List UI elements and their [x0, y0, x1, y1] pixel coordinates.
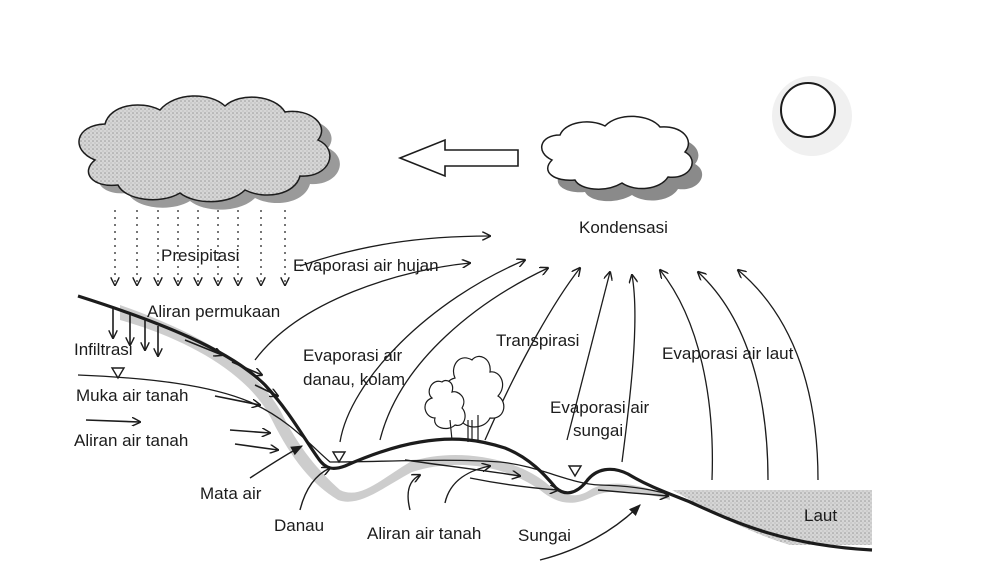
condensation-cloud [542, 116, 702, 201]
label-mata-air: Mata air [200, 484, 261, 504]
label-aliran-permukaan: Aliran permukaan [147, 302, 280, 322]
label-presipitasi: Presipitasi [161, 246, 239, 266]
label-evaporasi-sungai-1: Evaporasi air [550, 398, 649, 418]
label-laut: Laut [804, 506, 837, 526]
cloud-movement-arrow [400, 140, 518, 176]
label-aliran-air-tanah-left: Aliran air tanah [74, 431, 188, 451]
label-evaporasi-air-laut: Evaporasi air laut [662, 344, 793, 364]
label-evaporasi-danau-2: danau, kolam [303, 370, 405, 390]
label-danau: Danau [274, 516, 324, 536]
label-kondensasi: Kondensasi [579, 218, 668, 238]
label-transpirasi: Transpirasi [496, 331, 579, 351]
label-infiltrasi: Infiltrasi [74, 340, 133, 360]
label-evaporasi-danau-1: Evaporasi air [303, 346, 402, 366]
sea [672, 490, 872, 545]
rain-cloud [79, 96, 340, 210]
trees-icon [425, 356, 504, 442]
sun-icon [772, 76, 852, 156]
label-sungai: Sungai [518, 526, 571, 546]
label-evaporasi-air-hujan: Evaporasi air hujan [293, 256, 439, 276]
label-aliran-air-tanah-bottom: Aliran air tanah [367, 524, 481, 544]
label-muka-air-tanah: Muka air tanah [76, 386, 188, 406]
label-evaporasi-sungai-2: sungai [573, 421, 623, 441]
